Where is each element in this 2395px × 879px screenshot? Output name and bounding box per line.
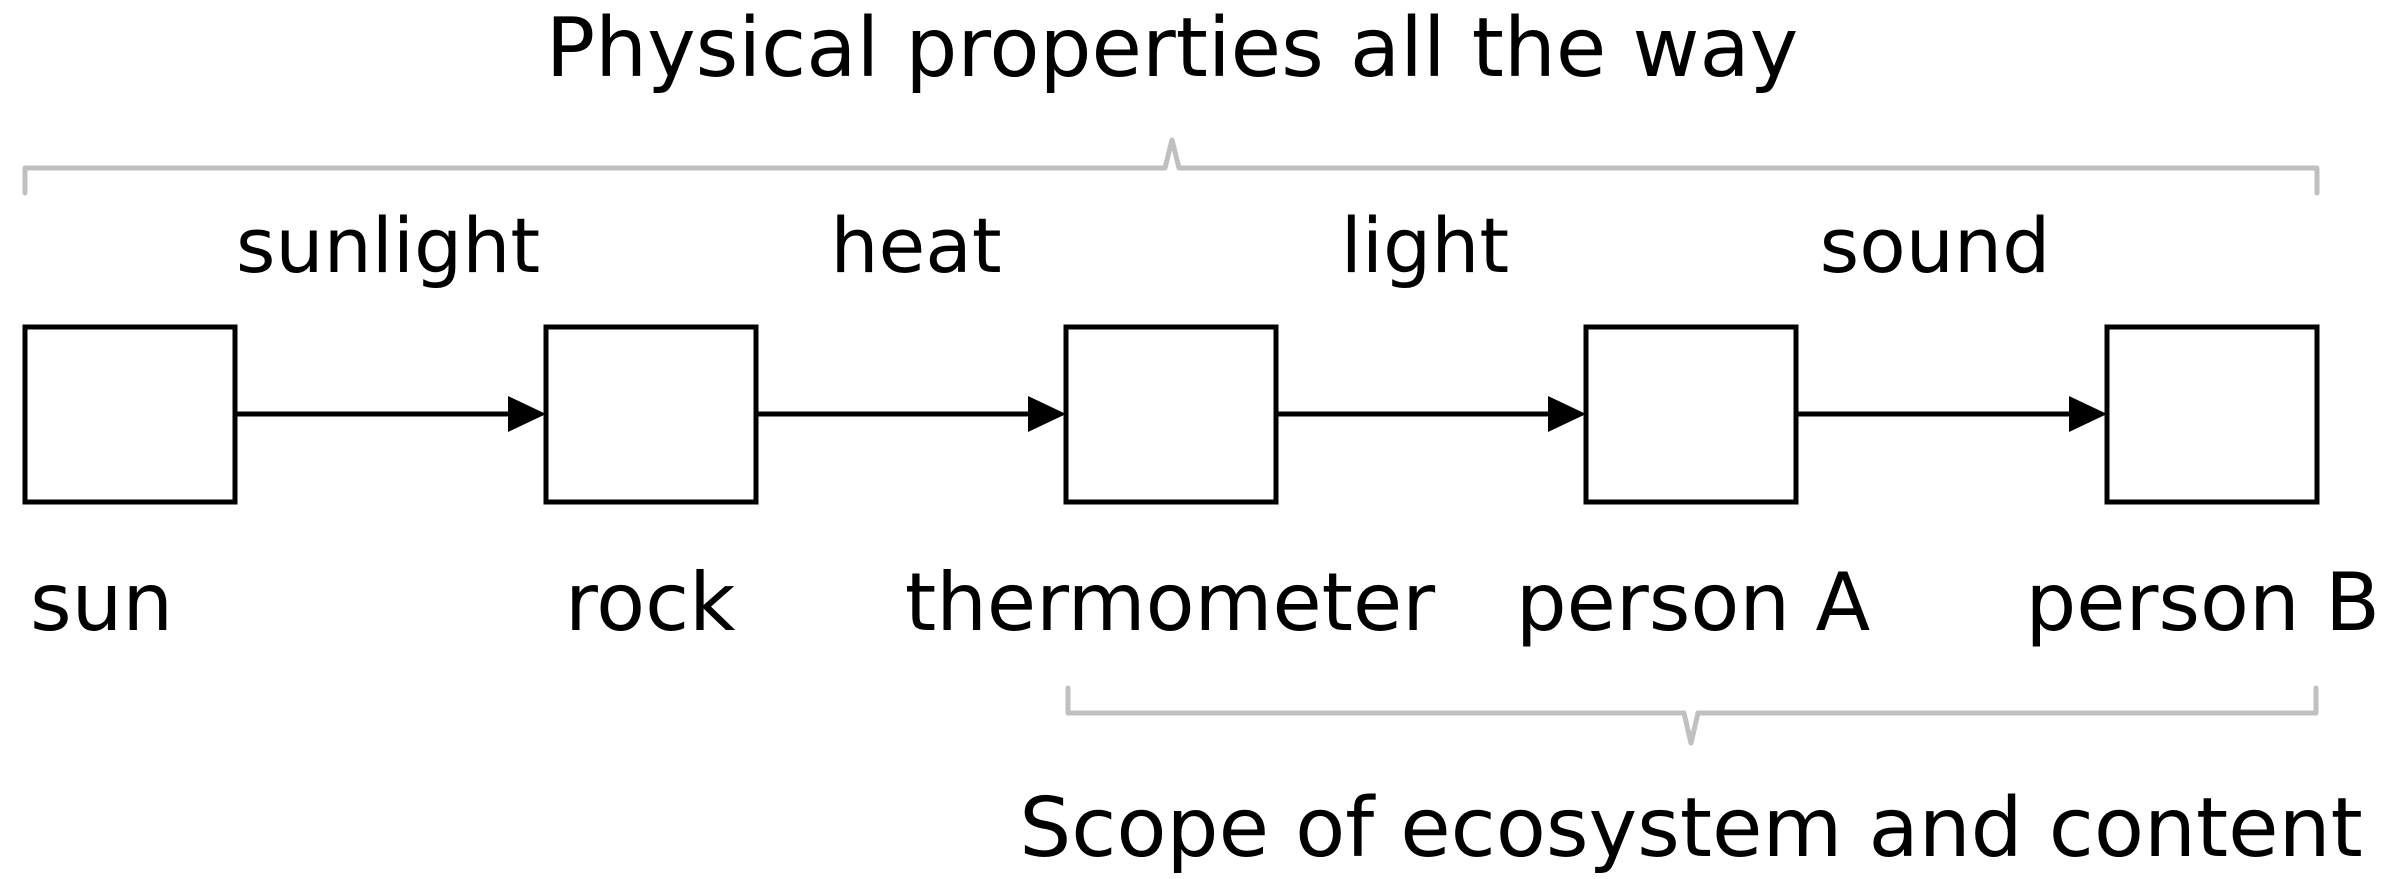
edge-label-light: light <box>1341 201 1509 290</box>
bottom-brace <box>1065 685 2319 746</box>
node-label-person-b: person B <box>2025 556 2380 649</box>
edge-label-sound: sound <box>1820 201 2051 290</box>
node-box-thermometer <box>1063 324 1279 505</box>
node-label-thermometer: thermometer <box>905 556 1435 649</box>
node-label-rock: rock <box>565 556 736 649</box>
bottom-brace-label: Scope of ecosystem and content <box>1019 781 2362 876</box>
arrow-rock-to-thermometer <box>756 396 1066 432</box>
node-box-sun <box>22 324 238 505</box>
node-box-person-b <box>2104 324 2320 505</box>
node-box-rock <box>543 324 759 505</box>
node-label-sun: sun <box>30 556 173 649</box>
node-label-person-a: person A <box>1516 556 1871 649</box>
edge-label-sunlight: sunlight <box>236 201 540 290</box>
arrow-thermometer-to-person-a <box>1276 396 1586 432</box>
top-brace <box>22 137 2320 196</box>
arrow-person-a-to-person-b <box>1796 396 2107 432</box>
top-brace-label: Physical properties all the way <box>546 1 1799 96</box>
node-box-person-a <box>1583 324 1799 505</box>
arrow-sun-to-rock <box>235 396 546 432</box>
edge-label-heat: heat <box>830 201 1001 290</box>
